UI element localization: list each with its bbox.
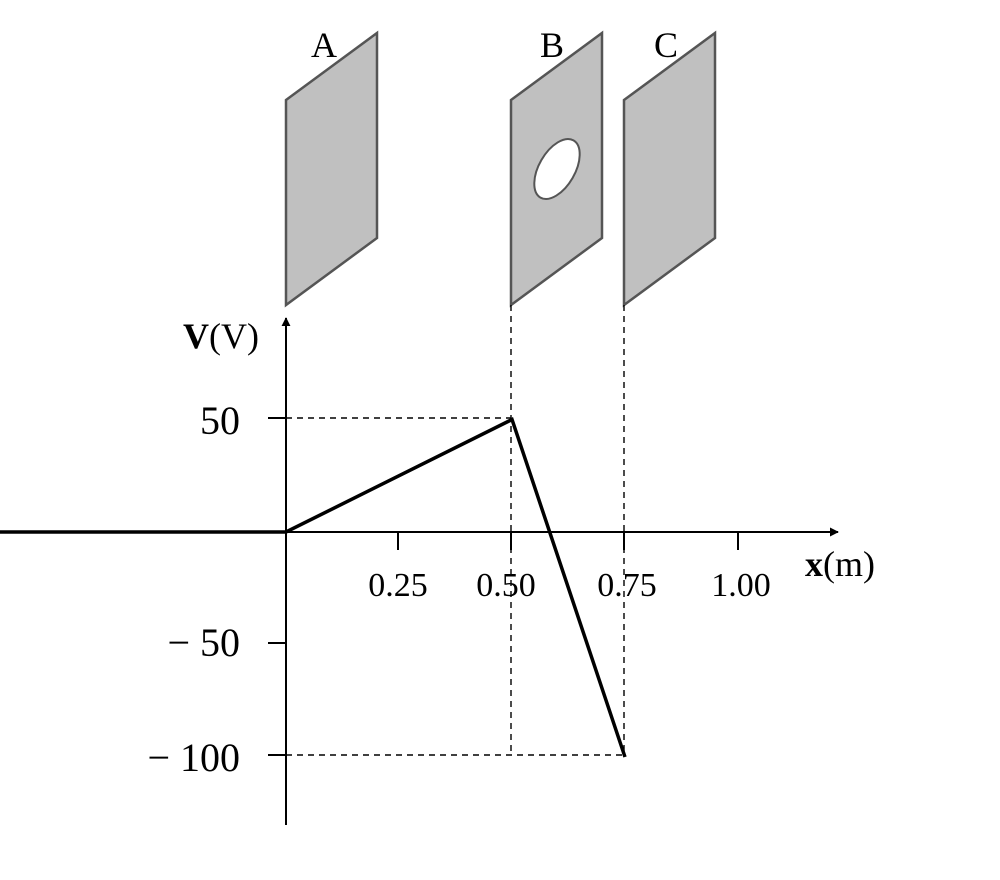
x-axis-label: x(m) [805,544,875,584]
x-tick-label-1.00: 1.00 [711,567,771,604]
y-axis: 50 − 50 − 100 V(V) [147,316,291,825]
plate-b: B [509,25,604,308]
y-axis-label: V(V) [183,316,259,356]
potential-curve [0,417,627,758]
y-tick-label-minus50: − 50 [167,620,240,665]
plate-a-label: A [311,25,337,65]
plate-a: A [284,25,379,308]
plate-b-hole [533,138,581,200]
x-axis-label-symbol: x [805,544,823,584]
y-axis-label-symbol: V [183,316,209,356]
y-tick-label-minus100: − 100 [147,735,240,780]
x-tick-label-0.25: 0.25 [368,567,428,604]
x-axis-label-unit: (m) [823,544,875,584]
x-axis: 0.25 0.50 0.75 1.00 x(m) [132,527,875,604]
plate-c-label: C [654,25,678,65]
y-tick-label-50: 50 [200,398,240,443]
x-tick-label-0.50: 0.50 [476,567,536,604]
x-tick-label-0.75: 0.75 [597,567,657,604]
y-axis-label-unit: (V) [209,316,259,356]
guide-lines [286,305,625,756]
plate-b-label: B [540,25,564,65]
plate-c: C [622,25,717,308]
